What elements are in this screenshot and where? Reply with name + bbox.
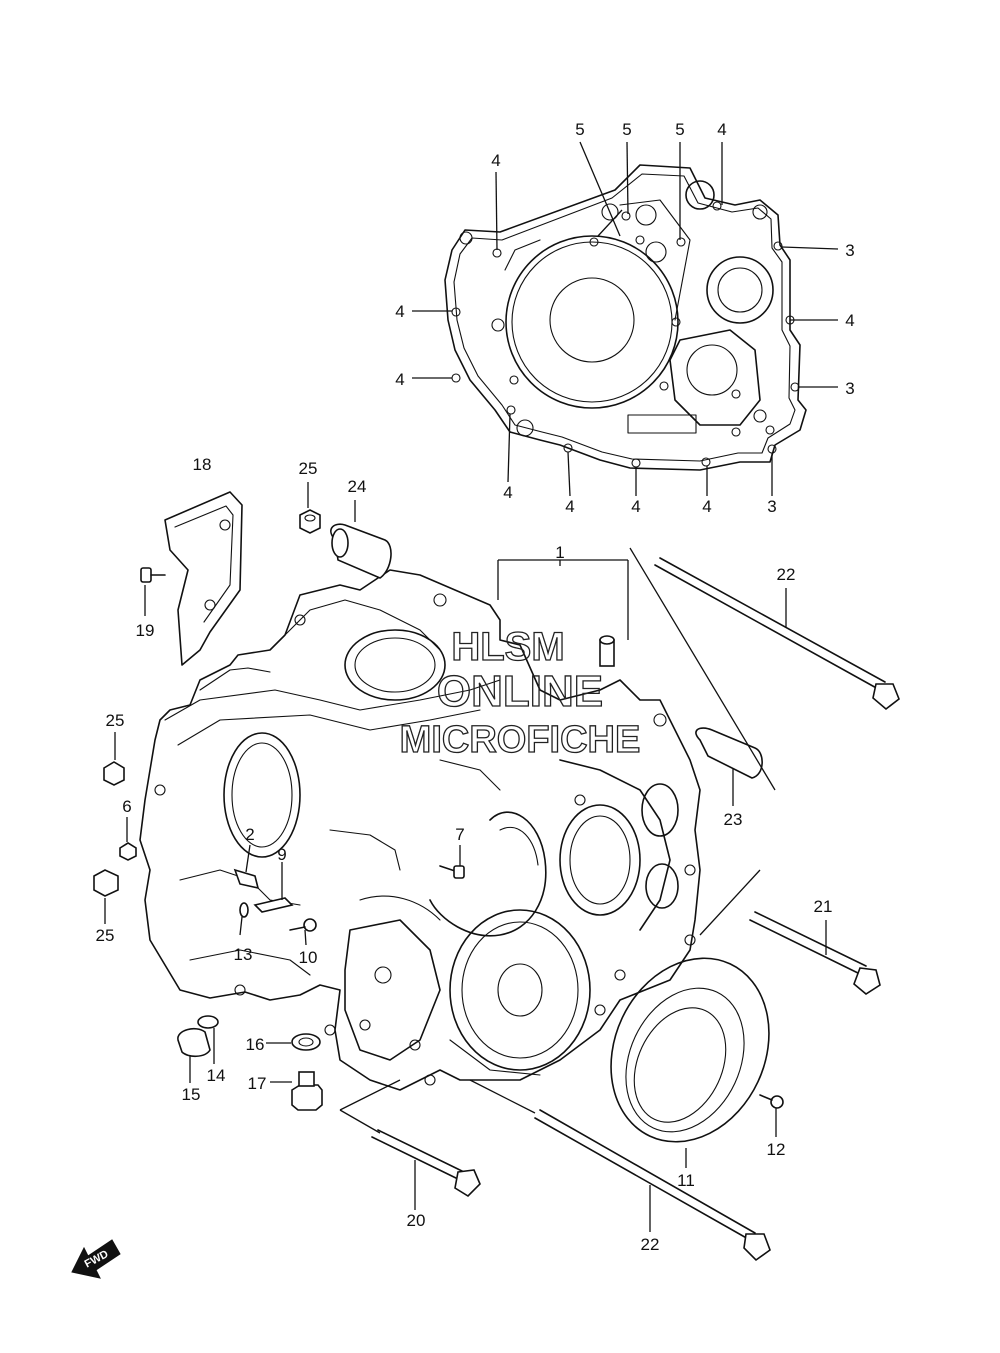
callout-15: 15 bbox=[182, 1085, 201, 1104]
callout-3: 3 bbox=[845, 241, 854, 260]
callout-4: 4 bbox=[395, 302, 404, 321]
forward-arrow: FWD bbox=[71, 1239, 121, 1279]
callout-16: 16 bbox=[246, 1035, 265, 1054]
callout-21: 21 bbox=[814, 897, 833, 916]
callout-4: 4 bbox=[845, 311, 854, 330]
callout-14: 14 bbox=[207, 1066, 226, 1085]
callout-22: 22 bbox=[641, 1235, 660, 1254]
callout-4: 4 bbox=[491, 151, 500, 170]
callout-22: 22 bbox=[777, 565, 796, 584]
watermark: HLSM ONLINE MICROFICHE bbox=[399, 624, 641, 761]
callout-4: 4 bbox=[503, 483, 512, 502]
bolt-20 bbox=[339, 1109, 481, 1210]
callout-11: 11 bbox=[677, 1171, 695, 1190]
bolt-21 bbox=[749, 911, 881, 995]
callout-7: 7 bbox=[455, 825, 464, 844]
callout-4: 4 bbox=[717, 120, 726, 139]
crankcase-assembly bbox=[139, 569, 701, 1091]
callout-25: 25 bbox=[299, 459, 318, 478]
watermark-line1: HLSM bbox=[451, 625, 564, 669]
callout-25: 25 bbox=[106, 711, 125, 730]
dowel-2 bbox=[233, 844, 260, 890]
sleeve-24 bbox=[330, 500, 392, 579]
callout-4: 4 bbox=[702, 497, 711, 516]
screw-12 bbox=[759, 1094, 784, 1137]
washer-16 bbox=[266, 1033, 321, 1051]
nut-25-top bbox=[299, 482, 321, 534]
callout-20: 20 bbox=[407, 1211, 426, 1230]
nut-25-left bbox=[103, 732, 125, 786]
callout-13: 13 bbox=[234, 945, 253, 964]
washer-14 bbox=[197, 1015, 219, 1064]
callout-3: 3 bbox=[845, 379, 854, 398]
bracket-18 bbox=[164, 491, 243, 666]
bolt-19 bbox=[140, 567, 166, 616]
callout-1: 1 bbox=[555, 543, 564, 562]
plate-9 bbox=[253, 862, 294, 913]
callout-4: 4 bbox=[395, 370, 404, 389]
callout-3: 3 bbox=[767, 497, 776, 516]
gasket-leaders bbox=[412, 141, 839, 497]
callout-2: 2 bbox=[245, 825, 254, 844]
bolt-13 bbox=[239, 902, 249, 936]
callout-4: 4 bbox=[565, 497, 574, 516]
watermark-line3: MICROFICHE bbox=[400, 719, 641, 761]
callout-12: 12 bbox=[767, 1140, 786, 1159]
dowel-pin-1 bbox=[599, 635, 615, 667]
callout-6: 6 bbox=[122, 797, 131, 816]
callout-5: 5 bbox=[675, 120, 684, 139]
dowel-6 bbox=[119, 817, 137, 861]
callout-5: 5 bbox=[575, 120, 584, 139]
plug-17 bbox=[270, 1071, 323, 1111]
callout-10: 10 bbox=[299, 948, 318, 967]
bolt-22-top bbox=[654, 557, 900, 711]
crankcase-gasket bbox=[444, 164, 807, 471]
callout-5: 5 bbox=[622, 120, 631, 139]
callout-18: 18 bbox=[193, 455, 212, 474]
callout-9: 9 bbox=[277, 845, 286, 864]
gasket-bolt-holes bbox=[451, 201, 800, 468]
watermark-line2: ONLINE bbox=[437, 667, 603, 716]
callout-23: 23 bbox=[724, 810, 743, 829]
bolt-22-bottom bbox=[534, 1109, 771, 1262]
drain-plug-15 bbox=[177, 1028, 211, 1083]
callout-25: 25 bbox=[96, 926, 115, 945]
bolt-7 bbox=[439, 845, 465, 879]
cover-plate-11 bbox=[610, 957, 770, 1168]
sleeve-23 bbox=[695, 727, 763, 806]
callout-numbers: 5 5 5 4 4 3 4 4 4 3 4 4 4 4 3 18 25 24 1… bbox=[96, 120, 855, 1254]
callout-17: 17 bbox=[248, 1074, 267, 1093]
callout-24: 24 bbox=[348, 477, 367, 496]
screw-10 bbox=[289, 918, 317, 946]
callout-19: 19 bbox=[136, 621, 155, 640]
callout-4: 4 bbox=[631, 497, 640, 516]
assembly-1-leaders bbox=[339, 547, 776, 1114]
nut-25-lower bbox=[93, 869, 119, 924]
